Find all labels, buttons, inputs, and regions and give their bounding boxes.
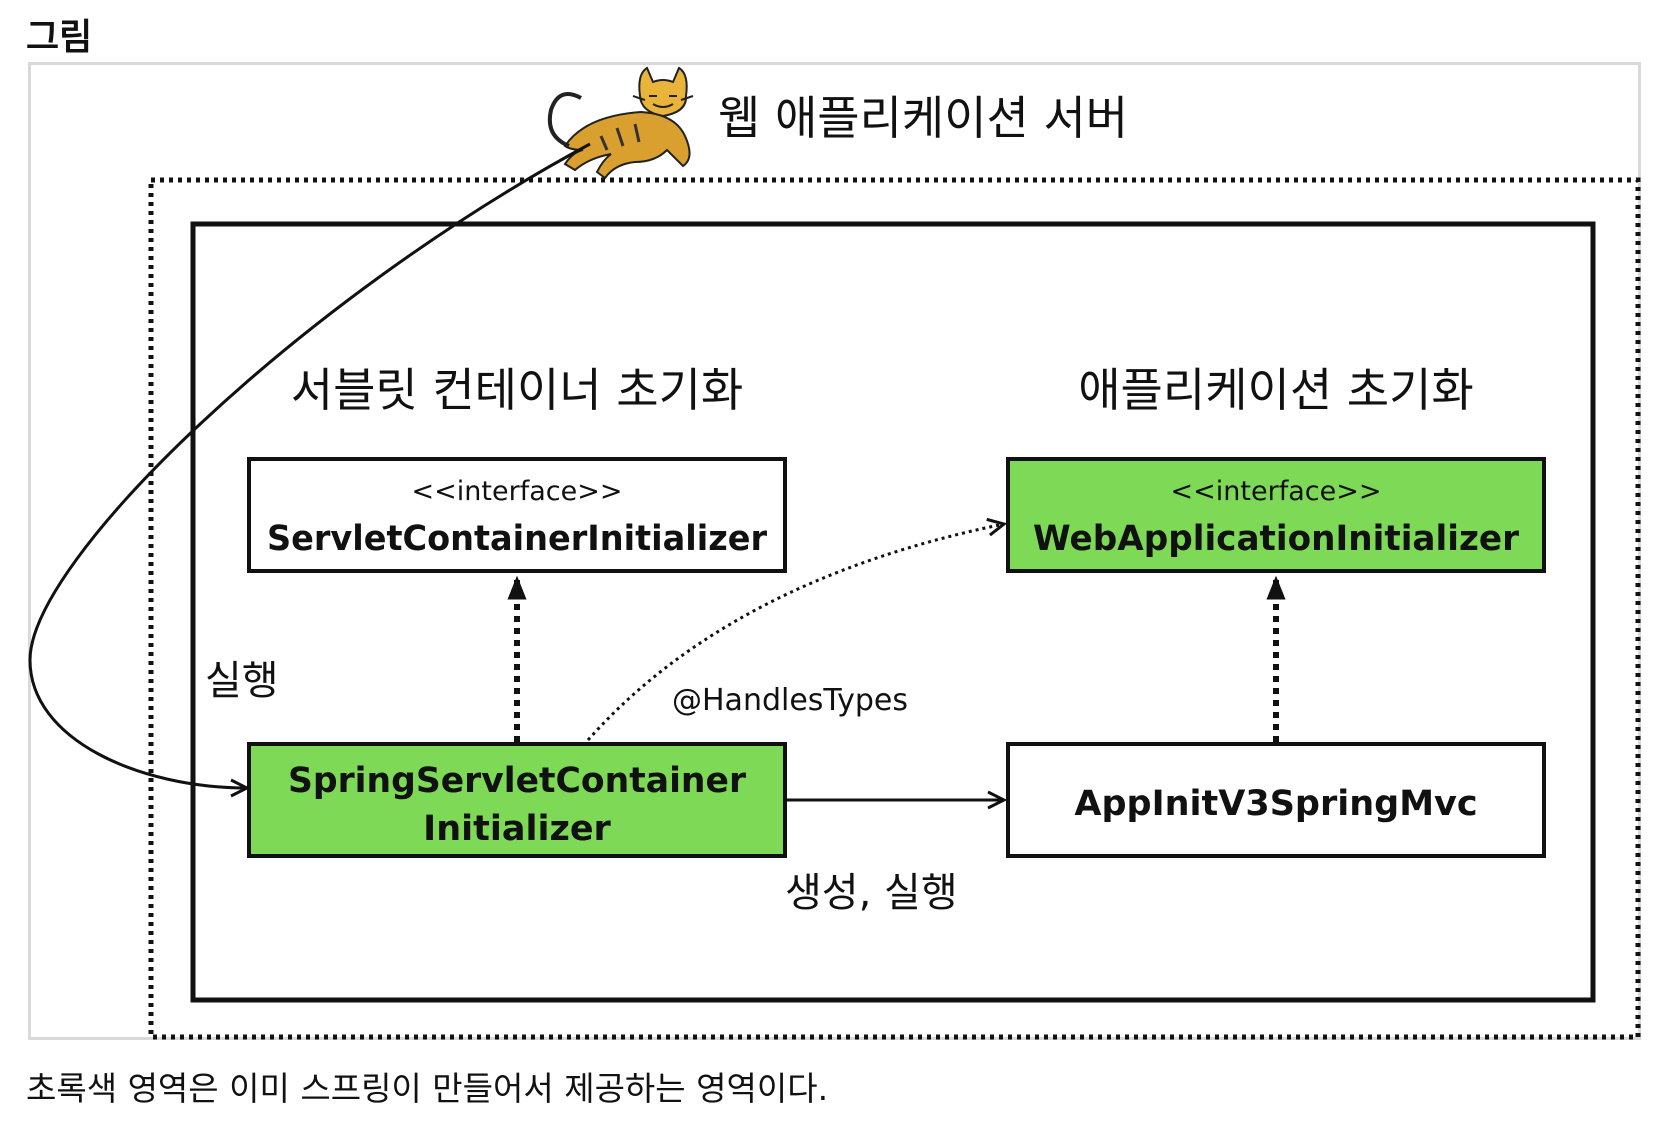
run-label: 실행: [205, 658, 279, 704]
web-app-interface-name: WebApplicationInitializer: [1033, 519, 1520, 559]
servlet-init-title: 서블릿 컨테이너 초기화: [291, 363, 743, 417]
servlet-interface-stereotype: <<interface>>: [412, 476, 623, 507]
figure-caption: 초록색 영역은 이미 스프링이 만들어서 제공하는 영역이다.: [26, 1069, 829, 1108]
run-arrow: [28, 142, 591, 788]
app-init-v3-spring-mvc-box: [1006, 742, 1546, 858]
web-server-region: [148, 177, 1641, 1040]
servlet-interface-name: ServletContainerInitializer: [267, 519, 768, 559]
servlet-container-initializer-box: [247, 457, 787, 573]
web-app-interface-stereotype: <<interface>>: [1171, 476, 1382, 507]
spring-servlet-container-initializer-box: [247, 742, 787, 858]
create-run-label: 생성, 실행: [785, 870, 958, 916]
server-title: 웹 애플리케이션 서버: [718, 91, 1128, 145]
handles-types-label: @HandlesTypes: [672, 683, 908, 718]
section-heading: 그림: [26, 17, 93, 58]
app-init-v3-name: AppInitV3SpringMvc: [1074, 784, 1477, 824]
web-application-initializer-box: [1006, 457, 1546, 573]
spring-servlet-line2: Initializer: [423, 809, 611, 849]
container-region: [190, 221, 1596, 1003]
app-init-title: 애플리케이션 초기화: [1078, 363, 1474, 417]
tomcat-cat-icon: [547, 66, 694, 180]
spring-servlet-line1: SpringServletContainer: [288, 761, 747, 801]
